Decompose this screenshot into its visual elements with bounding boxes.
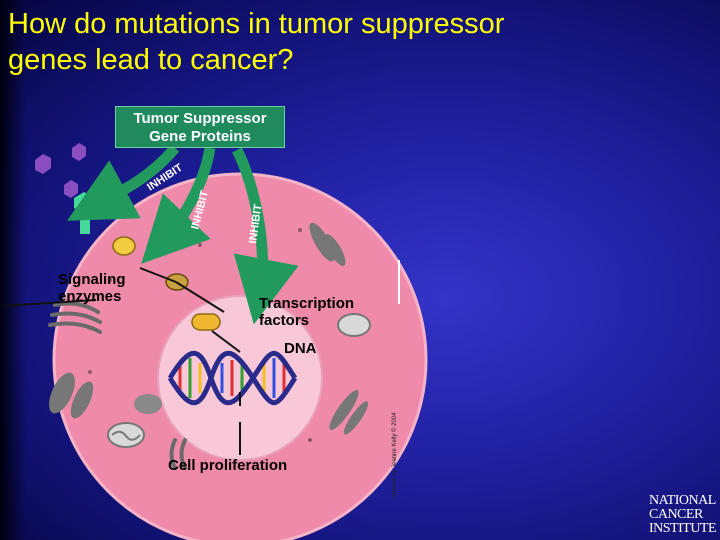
title-line-1: How do mutations in tumor suppressor: [8, 8, 505, 40]
er-organelle-left: [49, 372, 94, 419]
logo-line-1: NATIONAL: [649, 493, 716, 508]
inhibit-arrow-3: [232, 147, 299, 325]
tumor-suppressor-box: Tumor Suppressor Gene Proteins: [115, 106, 285, 148]
golgi-organelle-bottom: [169, 438, 187, 470]
box-line-2: Gene Proteins: [149, 128, 251, 145]
leader-lines: [1, 267, 241, 455]
logo-line-3: INSTITUTE: [649, 521, 717, 536]
signaling-enzymes-label: Signaling enzymes: [58, 271, 126, 305]
mitochondrion-left: [134, 394, 162, 414]
nci-logo: NATIONAL CANCER INSTITUTE: [649, 494, 719, 540]
signaling-enzyme-icon: [112, 236, 136, 256]
signaling-label-line-2: enzymes: [58, 288, 122, 305]
golgi-organelle: [48, 301, 102, 334]
inhibit-arrow-2: [141, 147, 216, 264]
artwork-credit: Artwork by Jeanne Kelly © 2004: [392, 412, 398, 498]
signaling-label-line-1: Signaling: [58, 271, 126, 288]
box-line-1: Tumor Suppressor: [133, 110, 267, 127]
tf-label-line-2: factors: [259, 312, 310, 329]
er-organelle-right-bottom: [329, 390, 369, 435]
logo-line-2: CANCER: [649, 507, 703, 522]
transcription-factor-icon: [191, 313, 221, 331]
mitochondrion-right: [337, 313, 371, 337]
dna-helix-icon: [167, 350, 298, 406]
inhibit-arrows: [66, 144, 299, 325]
cell-proliferation-label: Cell proliferation: [168, 457, 288, 474]
inhibit-label-3: INHIBIT: [247, 203, 264, 244]
transcription-factors-label: Transcription factors: [259, 295, 354, 329]
dna-label: DNA: [284, 340, 317, 357]
left-shadow-band: [0, 0, 26, 540]
er-organelle-right-top: [309, 222, 346, 266]
title-line-2: genes lead to cancer?: [8, 44, 294, 76]
tf-label-line-1: Transcription: [259, 295, 355, 312]
inhibit-arrow-1: [66, 144, 180, 221]
cell-surface-receptor: [74, 192, 94, 234]
slide-title: How do mutations in tumor suppressor gen…: [8, 6, 648, 78]
growth-factor-molecules: [35, 143, 86, 198]
mitochondrion-bottom: [107, 422, 145, 448]
